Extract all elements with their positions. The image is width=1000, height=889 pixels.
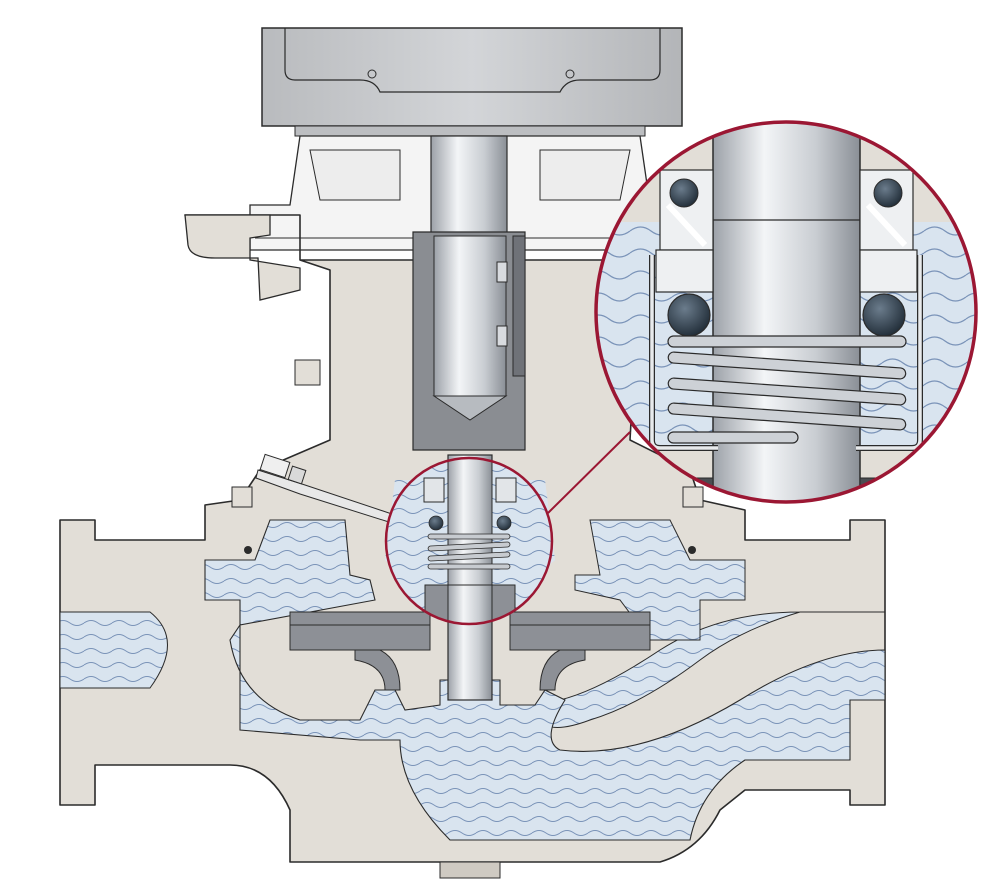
impeller-icon [289,589,651,701]
coupling-icon [412,231,526,451]
spring-seal-icon [386,458,552,624]
vent-plug-icon [231,453,704,554]
motor-housing-icon [261,27,683,137]
magnifier-circle-icon [384,431,631,626]
seal-detail-magnifier [594,120,978,504]
